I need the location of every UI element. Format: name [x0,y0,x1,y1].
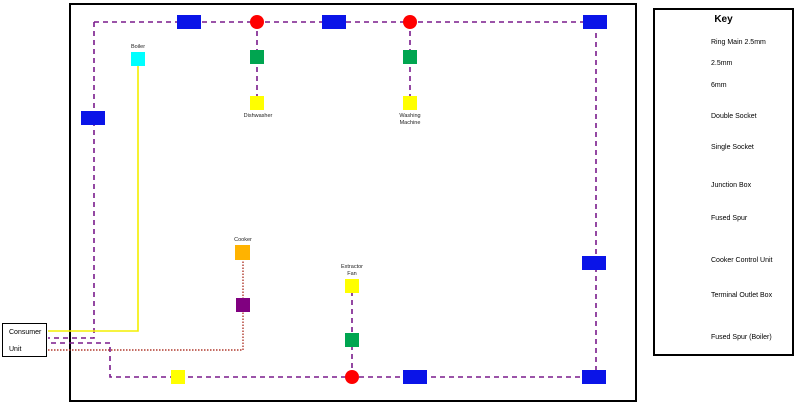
fused-spur-icon [250,50,264,64]
junction-box-icon [345,370,359,384]
consumer-unit: Consumer Unit [2,323,47,357]
key-label-fused-spur-boiler: Fused Spur (Boiler) [711,334,772,341]
key-label-6mm: 6mm [711,82,727,89]
cooker-label: Cooker [234,237,252,243]
extractor-fan-label: Extractor Fan [340,264,363,277]
double-socket-icon [322,15,346,29]
key-label-2-5mm: 2.5mm [711,60,733,67]
key-label-cooker-control-unit: Cooker Control Unit [711,257,773,264]
terminal-outlet-box-icon [235,245,250,260]
junction-box-icon [250,15,264,29]
ring-main-loop [48,21,597,378]
key-label-single-socket: Single Socket [711,144,754,151]
key-label-double-socket: Double Socket [711,113,757,120]
key-label-ring-main: Ring Main 2.5mm [711,39,766,46]
key-title: Key [714,14,733,25]
single-socket-icon [403,96,417,110]
double-socket-icon [583,15,607,29]
single-socket-icon [250,96,264,110]
key-panel: Key Ring Main 2.5mm 2.5mm 6mm Double Soc… [653,8,794,356]
single-socket-icon [345,279,359,293]
double-socket-icon [403,370,427,384]
single-sockets [171,96,417,384]
fused-spur-icon [403,50,417,64]
ring-main-return [48,22,95,339]
washing-machine-label: Washing Machine [399,113,421,126]
double-sockets [81,15,607,384]
dishwasher-label: Dishwasher [243,113,273,119]
key-label-junction-box: Junction Box [711,182,752,189]
boiler-label: Boiler [130,44,146,50]
double-socket-icon [177,15,201,29]
cooker-feed-line [48,252,244,351]
double-socket-icon [81,111,105,125]
single-socket-icon [171,370,185,384]
cooker-control-unit-icon [236,298,250,312]
key-label-terminal-outlet-box: Terminal Outlet Box [711,292,773,299]
key-label-fused-spur: Fused Spur [711,215,748,222]
room-outline [69,3,637,402]
ring-main-wiring [48,21,597,378]
fused-spur-icon [345,333,359,347]
boiler-feed-line [48,59,139,332]
consumer-unit-label-line2: Unit [9,346,22,353]
fused-spur-boiler-icon [131,52,145,66]
double-socket-icon [582,370,606,384]
junction-boxes [250,15,417,384]
fused-spurs [250,50,417,347]
junction-box-icon [403,15,417,29]
double-socket-icon [582,256,606,270]
consumer-unit-label-line1: Consumer [9,329,42,336]
